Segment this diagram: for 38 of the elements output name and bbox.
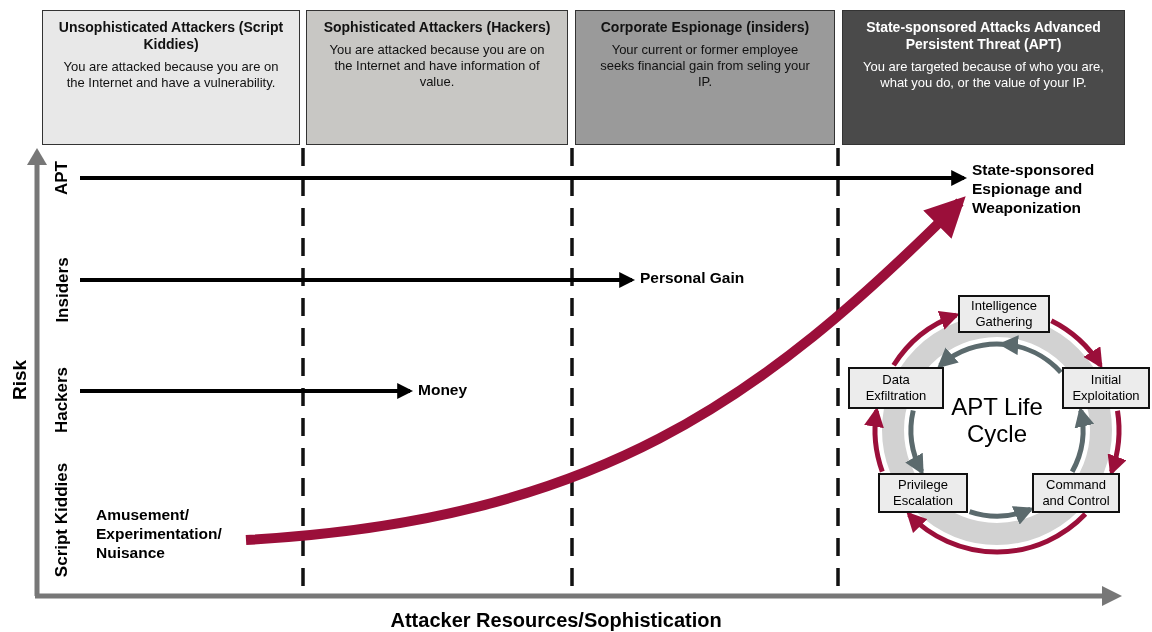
header-box	[42, 10, 300, 145]
header-text: You are targeted because of who you are, what you do, or the value of your IP.	[862, 59, 1105, 91]
row-label: Hackers	[52, 366, 73, 434]
stage-box: Command and Control	[1032, 473, 1120, 513]
cycle-arrow	[936, 341, 1003, 368]
header-box	[306, 10, 568, 145]
axis-label: Attacker Resources/Sophistication	[390, 608, 722, 632]
header-title: Sophisticated Attackers (Hackers)	[322, 19, 552, 36]
outcome-text: Personal Gain	[640, 268, 770, 292]
row-label: APT	[52, 161, 72, 195]
axis-label: Risk	[9, 359, 32, 401]
outcome-text: Amusement/ Experimentation/ Nuisance	[96, 505, 246, 567]
stage-box: Initial Exploitation	[1062, 367, 1150, 409]
header-text: Your current or former employee seeks financial gain from seling your IP.	[599, 42, 811, 90]
header-title: Corporate Espionage (insiders)	[599, 19, 811, 36]
header-box	[575, 10, 835, 145]
cycle-arrow	[891, 312, 960, 367]
header-text: You are attacked because you are on the Internet and have a vulnerability.	[62, 59, 280, 91]
arrow	[80, 170, 968, 186]
header-text: You are attacked because you are on the Internet and have information of value.	[328, 42, 546, 90]
cycle-arrow	[906, 511, 1088, 555]
cycle-title: APT Life Cycle	[950, 393, 1044, 447]
header-box	[842, 10, 1125, 145]
cycle-arrow	[1106, 410, 1126, 476]
header-title: State-sponsored Attacks Advanced Persistent Threat (APT)	[865, 19, 1102, 53]
cycle-arrow	[905, 410, 924, 476]
cycle-arrow	[1050, 318, 1103, 369]
stage-box: Privilege Escalation	[878, 473, 968, 513]
outcome-text: Money	[418, 380, 498, 404]
arrow	[80, 272, 636, 288]
row-label: Insiders	[52, 257, 73, 323]
arrow	[80, 383, 414, 399]
stage-box: Intelligence Gathering	[958, 295, 1050, 333]
outcome-text: State-sponsored Espionage and Weaponization	[972, 160, 1122, 224]
stage-box: Data Exfiltration	[848, 367, 944, 409]
header-title: Unsophisticated Attackers (Script Kiddies)	[57, 19, 285, 53]
trend-arrow	[245, 196, 966, 545]
row-label: Script Kiddies	[52, 462, 73, 578]
